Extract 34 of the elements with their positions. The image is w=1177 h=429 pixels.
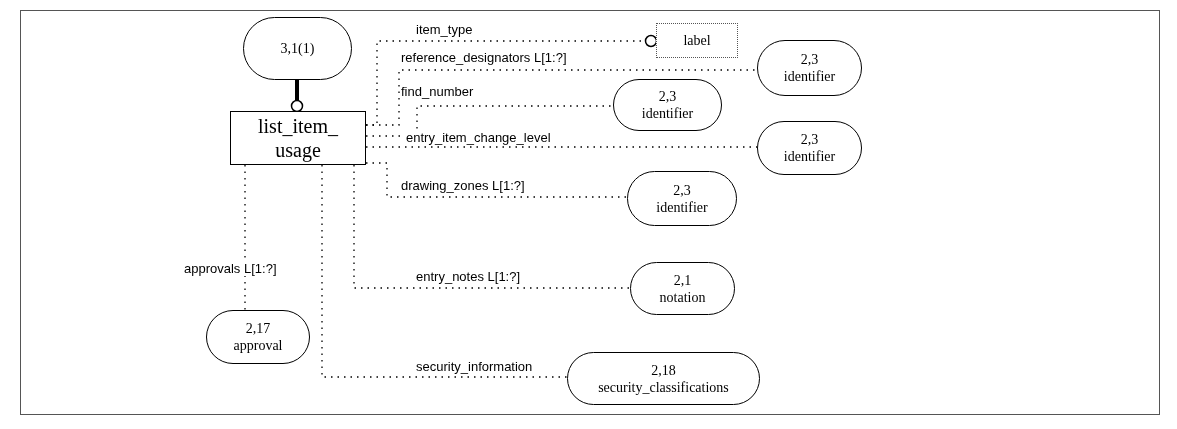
node-text: 2,1 xyxy=(673,271,692,289)
edge-label: find_number xyxy=(400,84,475,99)
edge-label: item_type xyxy=(415,22,474,37)
connector xyxy=(365,105,614,137)
connector xyxy=(353,164,631,289)
edge-label: drawing_zones L[1:?] xyxy=(400,178,526,193)
edge-label: security_information xyxy=(415,359,534,374)
node-text: 3,1(1) xyxy=(280,40,315,57)
connector xyxy=(290,80,304,113)
node-text: 2,18 xyxy=(651,361,676,379)
edge-label: entry_item_change_level xyxy=(405,130,552,145)
node-text: 2,17 xyxy=(245,320,271,337)
edge-label: entry_notes L[1:?] xyxy=(415,269,522,284)
node-text: 2,3 xyxy=(658,88,677,105)
node-text: 2,3 xyxy=(800,51,819,68)
edge-label: reference_designators L[1:?] xyxy=(400,50,568,65)
node-text: identifier xyxy=(656,198,708,216)
node-text: 2,3 xyxy=(673,181,691,199)
type-box xyxy=(656,23,738,58)
node-text: security_classifications xyxy=(598,378,729,396)
node-text: list_item_ usage xyxy=(257,114,339,162)
connector xyxy=(321,164,568,378)
connector xyxy=(365,69,758,126)
edge-label: approvals L[1:?] xyxy=(183,261,278,276)
connector xyxy=(365,162,628,198)
node-text: identifier xyxy=(641,105,694,122)
node-text: notation xyxy=(659,288,706,306)
node-text: identifier xyxy=(783,148,836,165)
node-text: identifier xyxy=(783,68,836,85)
node-text: 2,3 xyxy=(800,131,819,148)
node-text: approval xyxy=(233,337,283,354)
node-text: label xyxy=(683,32,711,50)
entity-box xyxy=(230,111,366,165)
connector xyxy=(244,164,246,311)
